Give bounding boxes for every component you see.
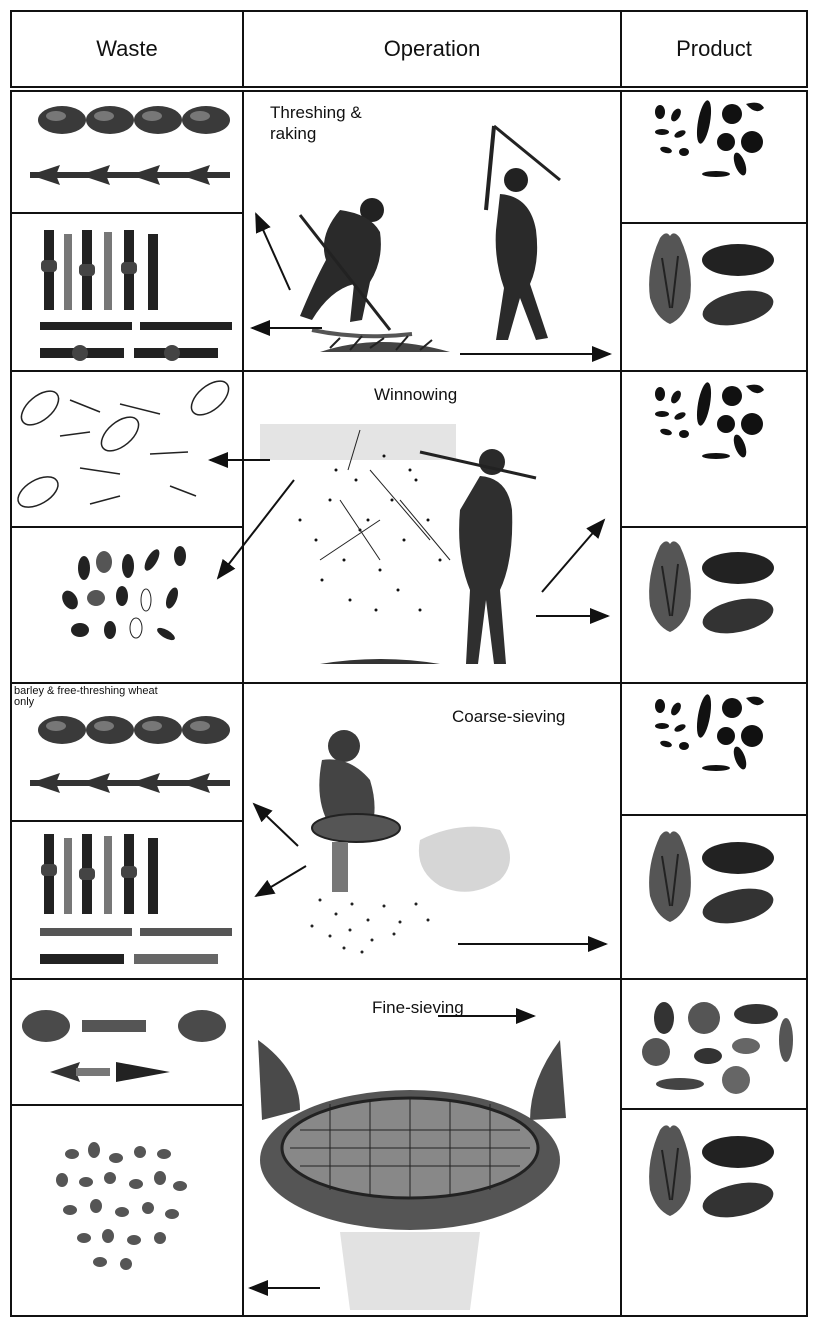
stage-1-product-grains <box>655 99 764 177</box>
stage-1-threshed-heap <box>320 336 450 352</box>
stage-2-product-spikelet <box>649 541 776 639</box>
stage-3-waste-spikelets <box>30 716 230 793</box>
stage-3-product-spikelet <box>649 831 776 929</box>
stage-3-product-grains <box>655 693 764 771</box>
stage-1-arrows <box>252 214 610 354</box>
stage-1-waste-spikelets <box>30 106 230 185</box>
stage-2-waste-seeds <box>59 546 186 642</box>
stage-4-fine-sieve <box>258 1040 566 1310</box>
stage-1-worker-threshing <box>486 126 560 340</box>
stage-1-waste-straw <box>40 230 232 361</box>
stage-4-product-grains <box>642 1002 793 1094</box>
stage-2-product-grains <box>655 381 764 459</box>
stage-4-waste-spikelets <box>22 1010 226 1082</box>
stage-2-arrows <box>210 460 608 616</box>
stage-3-sieved-grain <box>311 899 430 954</box>
stage-4-waste-seeds <box>56 1142 187 1270</box>
stage-1-product-spikelet <box>649 233 776 331</box>
stage-1-worker-raking <box>300 198 412 336</box>
stage-3-worker-sieving <box>312 730 510 892</box>
stage-2-worker-winnowing <box>320 449 536 664</box>
stage-4-product-spikelet <box>649 1125 776 1223</box>
stage-2-waste-chaff <box>13 375 235 514</box>
stage-3-waste-straw <box>40 834 232 964</box>
